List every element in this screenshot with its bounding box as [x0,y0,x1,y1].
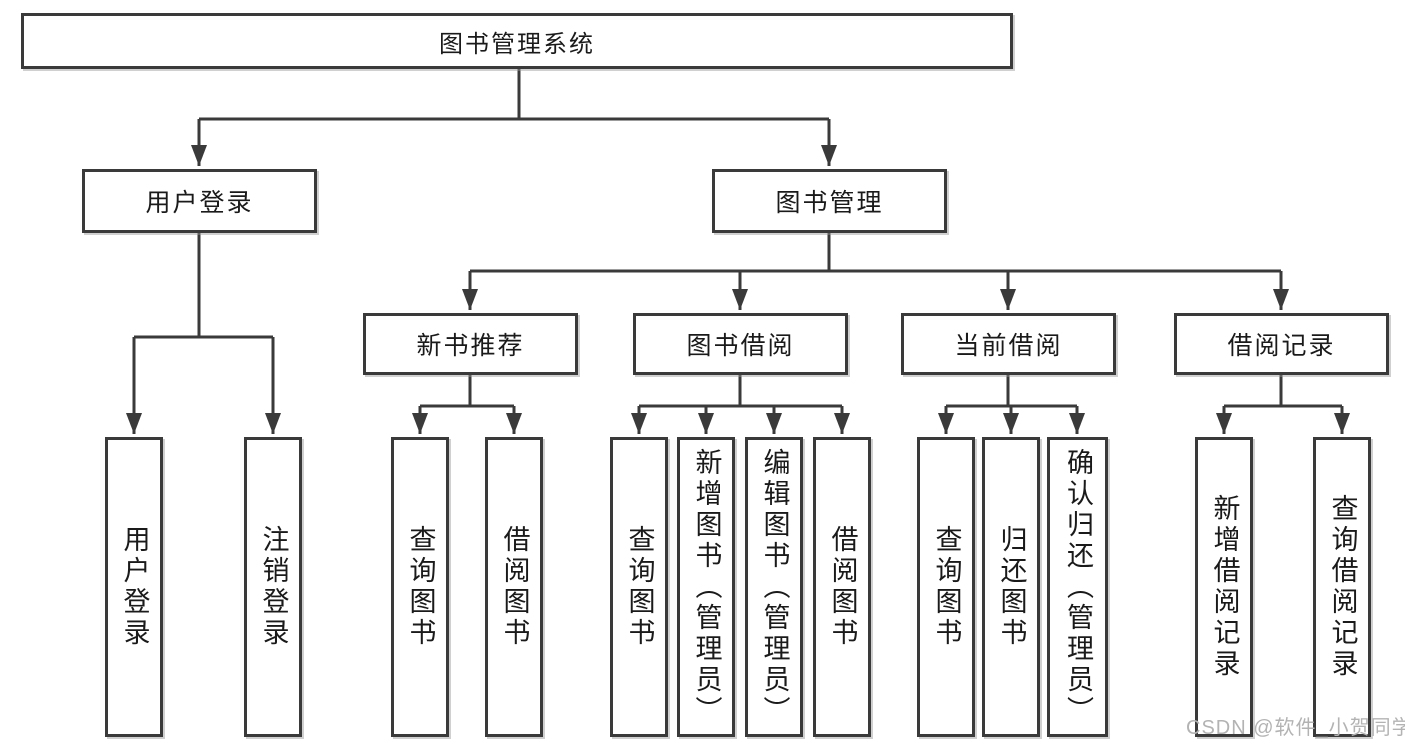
node-label: 用户登录 [119,525,150,649]
node-label: 编辑图书（管理员） [759,447,790,727]
connector-current-borrow-trunk [946,375,1077,408]
leaf-add-borrow-record: 新增借阅记录 [1195,437,1253,737]
connector-borrow-record-trunk [1224,375,1342,408]
node-label: 新增图书（管理员） [691,447,722,727]
node-label: 图书管理 [775,189,884,217]
node-label: 新书推荐 [416,332,525,360]
leaf-borrow-books-recommend: 借阅图书 [485,437,543,737]
leaf-edit-book-admin: 编辑图书（管理员） [745,437,803,737]
node-user-login: 用户登录 [82,169,317,233]
connector-root-trunk [199,67,829,121]
leaf-query-books-recommend: 查询图书 [391,437,449,737]
leaf-query-borrow-record: 查询借阅记录 [1313,437,1371,737]
node-label: 借阅图书 [827,525,858,649]
node-label: 借阅图书 [499,525,530,649]
connector-new-book-rec-trunk [420,375,514,408]
node-label: 查询图书 [405,525,436,649]
node-label: 查询借阅记录 [1327,494,1358,680]
connector-book-borrow-trunk [639,375,842,408]
node-label: 确认归还（管理员） [1063,447,1093,727]
node-label: 用户登录 [145,189,254,217]
node-library-management-system: 图书管理系统 [21,13,1013,69]
leaf-return-books: 归还图书 [982,437,1040,737]
leaf-add-book-admin: 新增图书（管理员） [677,437,735,737]
node-label: 查询图书 [624,525,655,649]
leaf-confirm-return-admin: 确认归还（管理员） [1047,437,1108,737]
node-label: 借阅记录 [1227,332,1336,360]
node-label: 归还图书 [996,525,1027,649]
node-new-book-recommend: 新书推荐 [363,313,578,375]
node-label: 图书管理系统 [439,30,595,58]
node-current-borrowing: 当前借阅 [901,313,1116,375]
node-book-management: 图书管理 [712,169,947,233]
leaf-query-books-borrowing: 查询图书 [610,437,668,737]
leaf-user-login: 用户登录 [105,437,163,737]
leaf-logout: 注销登录 [244,437,302,737]
connector-book-mgmt-trunk [470,233,1281,273]
node-label: 查询图书 [931,525,962,649]
node-label: 注销登录 [258,525,289,649]
leaf-query-books-current: 查询图书 [917,437,975,737]
node-label: 新增借阅记录 [1209,494,1240,680]
connector-user-login-trunk [134,233,273,339]
node-book-borrowing: 图书借阅 [633,313,848,375]
node-label: 图书借阅 [686,332,795,360]
node-label: 当前借阅 [954,332,1063,360]
csdn-watermark: CSDN @软件_小贺同学 [1186,717,1405,739]
leaf-borrow-books-borrowing: 借阅图书 [813,437,871,737]
node-borrow-records: 借阅记录 [1174,313,1389,375]
